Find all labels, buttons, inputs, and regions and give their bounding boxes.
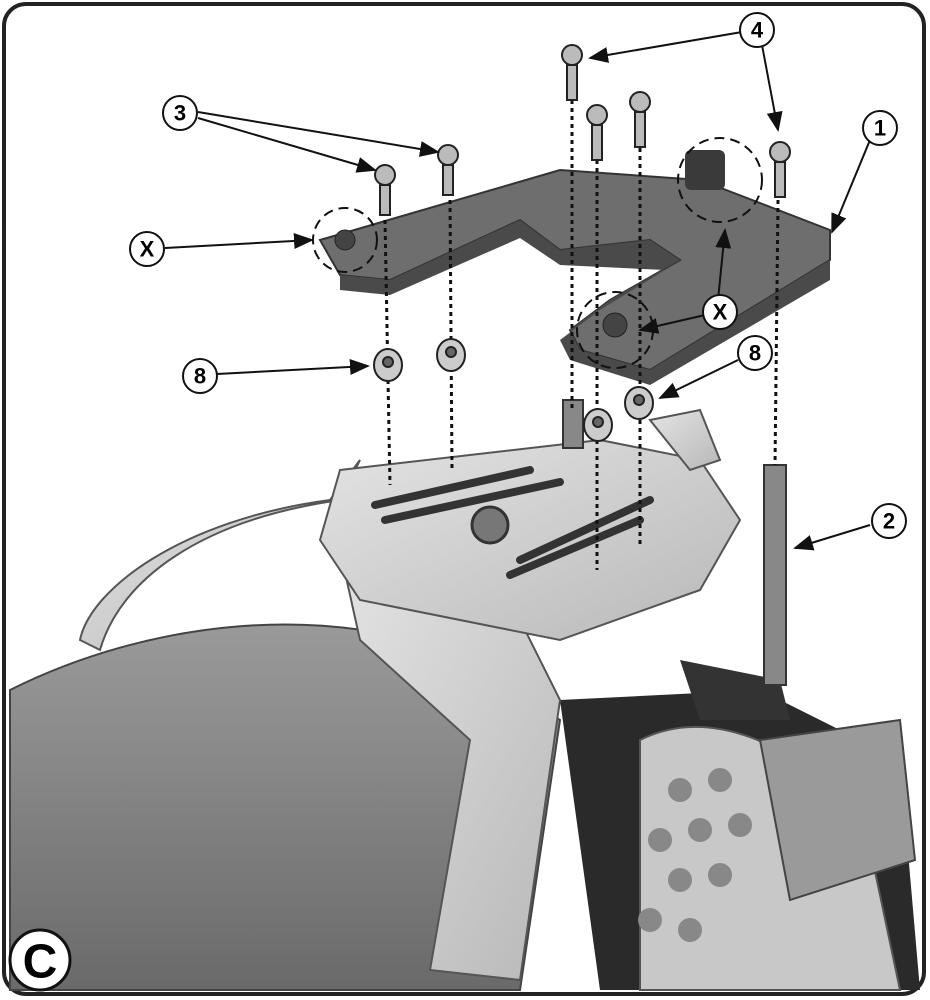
callout-8-right: 8 bbox=[737, 335, 773, 371]
alignment-lines bbox=[383, 100, 780, 570]
callout-x-right: X bbox=[702, 294, 738, 330]
callout-8-left: 8 bbox=[182, 358, 218, 394]
svg-text:2: 2 bbox=[883, 509, 895, 534]
rack-lock bbox=[470, 505, 510, 545]
callout-1: 1 bbox=[862, 110, 898, 146]
svg-text:4: 4 bbox=[751, 18, 764, 43]
screws bbox=[374, 44, 791, 216]
svg-text:C: C bbox=[23, 936, 58, 989]
svg-text:1: 1 bbox=[874, 116, 886, 141]
spacers bbox=[373, 338, 654, 442]
callout-2: 2 bbox=[871, 503, 907, 539]
svg-text:8: 8 bbox=[749, 341, 761, 366]
exhaust bbox=[758, 718, 917, 902]
callout-3: 3 bbox=[162, 95, 198, 131]
screw bbox=[629, 91, 651, 148]
motorcycle bbox=[9, 399, 920, 991]
panel-label: C bbox=[8, 928, 72, 992]
callout-arrows bbox=[164, 31, 871, 551]
svg-text:X: X bbox=[140, 237, 155, 262]
callout-4: 4 bbox=[739, 12, 775, 48]
heat-shield-holes bbox=[638, 768, 752, 942]
screw bbox=[586, 104, 608, 161]
screw bbox=[374, 164, 396, 216]
svg-text:3: 3 bbox=[174, 101, 186, 126]
screw bbox=[561, 44, 583, 101]
screw bbox=[437, 144, 459, 196]
mounting-plate bbox=[318, 150, 831, 385]
svg-text:8: 8 bbox=[194, 364, 206, 389]
callout-x-left: X bbox=[129, 231, 165, 267]
screw bbox=[769, 141, 791, 198]
svg-text:X: X bbox=[713, 300, 728, 325]
plate-hook bbox=[685, 150, 725, 190]
spacer-tube bbox=[763, 464, 787, 686]
turn-signal bbox=[680, 660, 790, 720]
